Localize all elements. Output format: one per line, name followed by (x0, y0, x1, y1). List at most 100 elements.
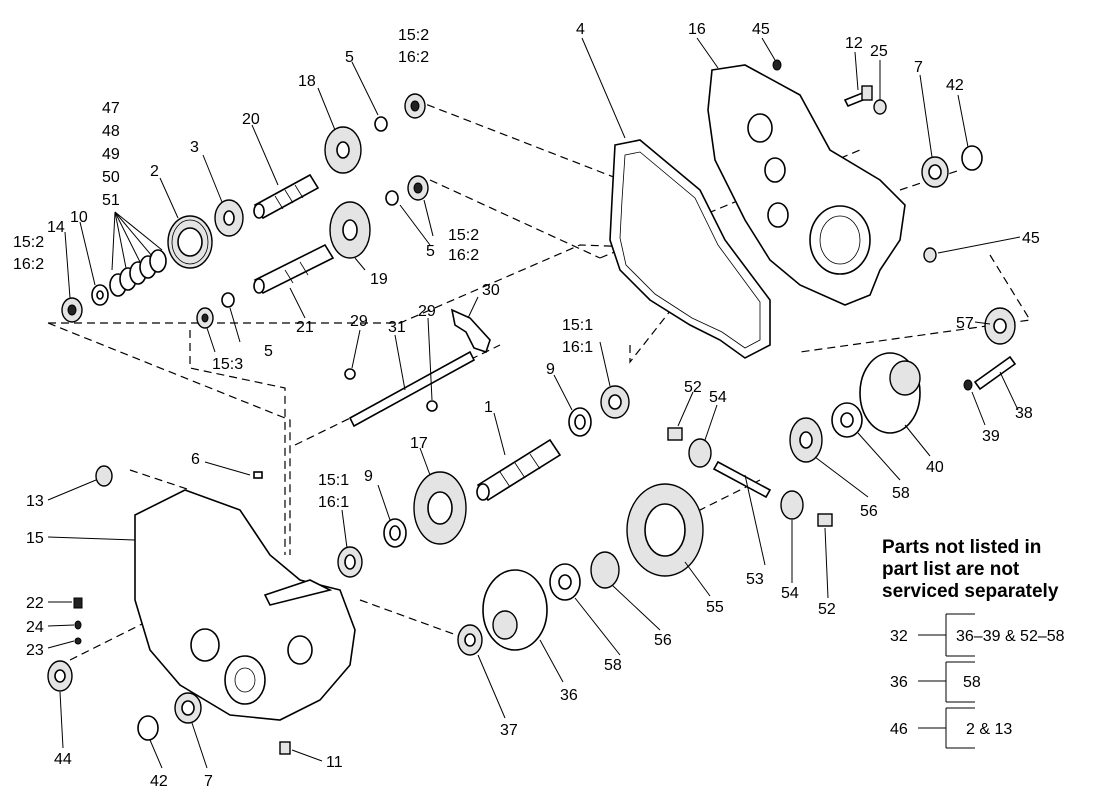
part-15-1-bearing-lower (337, 546, 363, 578)
label-42-upper: 42 (946, 77, 964, 94)
part-22-bolt (73, 597, 83, 609)
label-52-upper: 52 (684, 379, 702, 396)
part-15-case-half (134, 489, 356, 721)
part-7-seal-lower (174, 692, 202, 724)
label-29-left: 29 (350, 313, 368, 330)
part-51-spring-set (109, 249, 167, 297)
part-5-snap-ring-lower (221, 292, 235, 308)
key-part-number: 46 (890, 721, 908, 738)
label-19: 19 (370, 271, 388, 288)
label-5-mid: 5 (426, 243, 435, 260)
label-3: 3 (190, 139, 199, 156)
label-31: 31 (388, 319, 406, 336)
label-13: 13 (26, 493, 44, 510)
label-15-2-left: 15:2 (13, 234, 44, 251)
label-16-1-mid: 16:1 (562, 339, 593, 356)
label-4: 4 (576, 21, 585, 38)
label-50: 50 (102, 169, 120, 186)
label-45-upper: 45 (752, 21, 770, 38)
leader-lines (47, 37, 1021, 769)
label-58-lower: 58 (604, 657, 622, 674)
part-14-bearing (61, 297, 83, 323)
label-17: 17 (410, 435, 428, 452)
key-row: 36 58 (890, 661, 981, 703)
label-2: 2 (150, 163, 159, 180)
label-53: 53 (746, 571, 764, 588)
key-part-number: 36 (890, 674, 908, 691)
label-39: 39 (982, 428, 1000, 445)
label-48: 48 (102, 123, 120, 140)
label-37: 37 (500, 722, 518, 739)
label-16-2-mid: 16:2 (448, 247, 479, 264)
label-10: 10 (70, 209, 88, 226)
label-15-2-upper: 15:2 (398, 27, 429, 44)
label-20: 20 (242, 111, 260, 128)
label-58-upper: 58 (892, 485, 910, 502)
label-21: 21 (296, 319, 314, 336)
part-37-bearing (457, 624, 483, 656)
part-38-bolt (973, 355, 1017, 391)
part-57-bearing (984, 307, 1016, 345)
label-11: 11 (326, 754, 343, 771)
part-5-snap-ring-mid (385, 190, 399, 206)
label-42-lower: 42 (150, 773, 168, 790)
part-4-gasket (609, 139, 771, 359)
part-18-gear (324, 126, 362, 174)
part-15-2-bearing-upper (404, 93, 426, 119)
part-1-shaft (476, 438, 562, 502)
part-44-seal (47, 660, 73, 692)
label-40: 40 (926, 459, 944, 476)
label-15-3: 15:3 (212, 356, 243, 373)
part-55-ring-gear (626, 483, 704, 577)
part-52-block-lower (817, 513, 833, 527)
key-includes: 58 (963, 674, 981, 691)
part-7-seal-upper (921, 156, 949, 188)
label-23: 23 (26, 642, 44, 659)
service-note: Parts not listed in part list are not se… (882, 537, 1059, 602)
label-16-2-upper: 16:2 (398, 49, 429, 66)
label-29-right: 29 (418, 303, 436, 320)
part-25-washer (873, 99, 887, 115)
note-line-3: serviced separately (882, 581, 1059, 602)
label-51: 51 (102, 192, 120, 209)
label-36: 36 (560, 687, 578, 704)
label-57: 57 (956, 315, 974, 332)
label-38: 38 (1015, 405, 1033, 422)
part-13-nut (95, 465, 113, 487)
label-47: 47 (102, 100, 120, 117)
key-part-number: 32 (890, 628, 908, 645)
label-18: 18 (298, 73, 316, 90)
key-includes: 36–39 & 52–58 (956, 628, 1065, 645)
label-16-2-left: 16:2 (13, 256, 44, 273)
label-16-1-lower: 16:1 (318, 494, 349, 511)
label-22: 22 (26, 595, 44, 612)
part-58-washer-lower (549, 563, 581, 601)
part-21-shaft (253, 243, 335, 295)
label-55: 55 (706, 599, 724, 616)
note-line-2: part list are not (882, 559, 1020, 580)
part-56-gear-upper (789, 417, 823, 463)
label-9-lower: 9 (364, 468, 373, 485)
part-29-clip-left (344, 368, 356, 380)
label-5-upper: 5 (345, 49, 354, 66)
part-36-diff-half (482, 569, 548, 651)
label-7-lower: 7 (204, 773, 213, 790)
part-30-shift-fork (450, 308, 491, 354)
label-44: 44 (54, 751, 72, 768)
note-line-1: Parts not listed in (882, 537, 1041, 558)
label-15-2-mid: 15:2 (448, 227, 479, 244)
part-11-plug (279, 741, 291, 755)
label-54-lower: 54 (781, 585, 799, 602)
part-42-cap-lower (137, 715, 159, 741)
label-30: 30 (482, 282, 500, 299)
parts-key: 32 36–39 & 52–58 36 58 46 2 & 13 (890, 613, 1065, 749)
label-45-lower: 45 (1022, 230, 1040, 247)
part-17-gear (413, 471, 467, 545)
label-12: 12 (845, 35, 863, 52)
label-24: 24 (26, 619, 44, 636)
label-56-lower: 56 (654, 632, 672, 649)
part-56-gear-lower (590, 551, 620, 589)
part-40-diff-case (859, 352, 921, 434)
label-52-lower: 52 (818, 601, 836, 618)
part-2-clutch-gear (167, 215, 213, 269)
